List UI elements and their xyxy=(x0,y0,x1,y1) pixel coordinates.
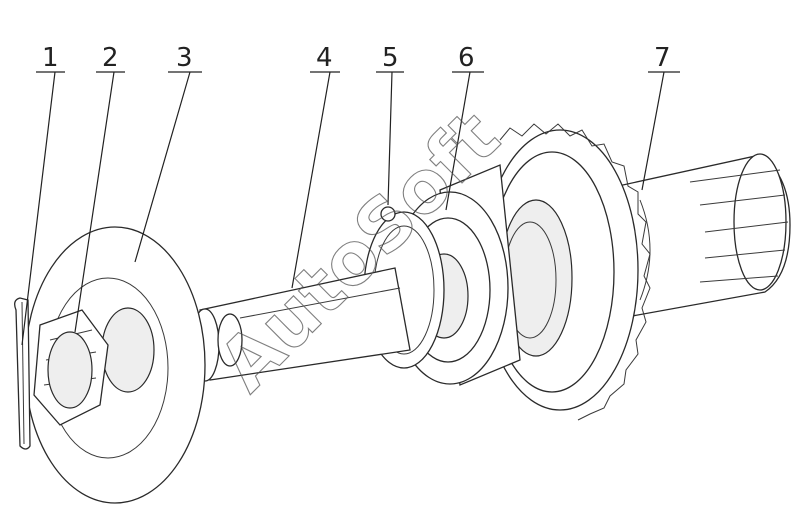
leader-7 xyxy=(641,71,680,191)
callout-number: 6 xyxy=(458,43,475,73)
leader-6 xyxy=(445,71,484,211)
callout-number: 4 xyxy=(316,43,333,73)
callout-number: 7 xyxy=(654,43,671,73)
part-7-splined-shaft xyxy=(599,153,791,321)
part-3-disc xyxy=(24,226,206,504)
callout-labels: 1 2 3 4 5 6 7 xyxy=(42,43,671,73)
callout-number: 1 xyxy=(42,43,59,73)
leader-4 xyxy=(291,71,340,289)
callout-number: 3 xyxy=(176,43,193,73)
part-1-cotter-pin xyxy=(14,297,31,450)
leader-3 xyxy=(134,71,202,263)
callout-leaders xyxy=(21,71,680,346)
part-2-castle-nut xyxy=(33,309,109,426)
leader-5 xyxy=(376,71,404,206)
leader-2 xyxy=(74,71,125,333)
leader-1 xyxy=(21,71,65,346)
gear xyxy=(481,123,651,421)
callout-number: 2 xyxy=(102,43,119,73)
callout-number: 5 xyxy=(382,43,399,73)
